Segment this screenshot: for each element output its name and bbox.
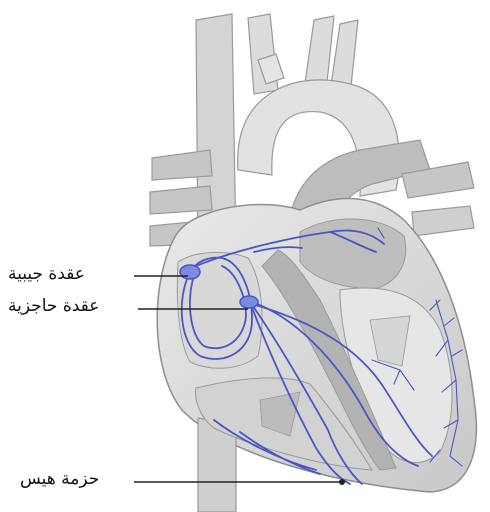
- left-pulmonary-vein: [412, 206, 474, 236]
- sa-node-marker: [180, 265, 200, 279]
- his-bundle-label: حزمة هيس: [20, 469, 99, 489]
- pulmonary-vein-mid-right: [150, 186, 212, 214]
- sa-node-label: عقدة جيبية: [8, 264, 85, 284]
- av-node-label: عقدة حاجزية: [8, 296, 99, 316]
- pulmonary-vein-upper-right: [152, 150, 212, 180]
- av-node-marker: [240, 296, 258, 308]
